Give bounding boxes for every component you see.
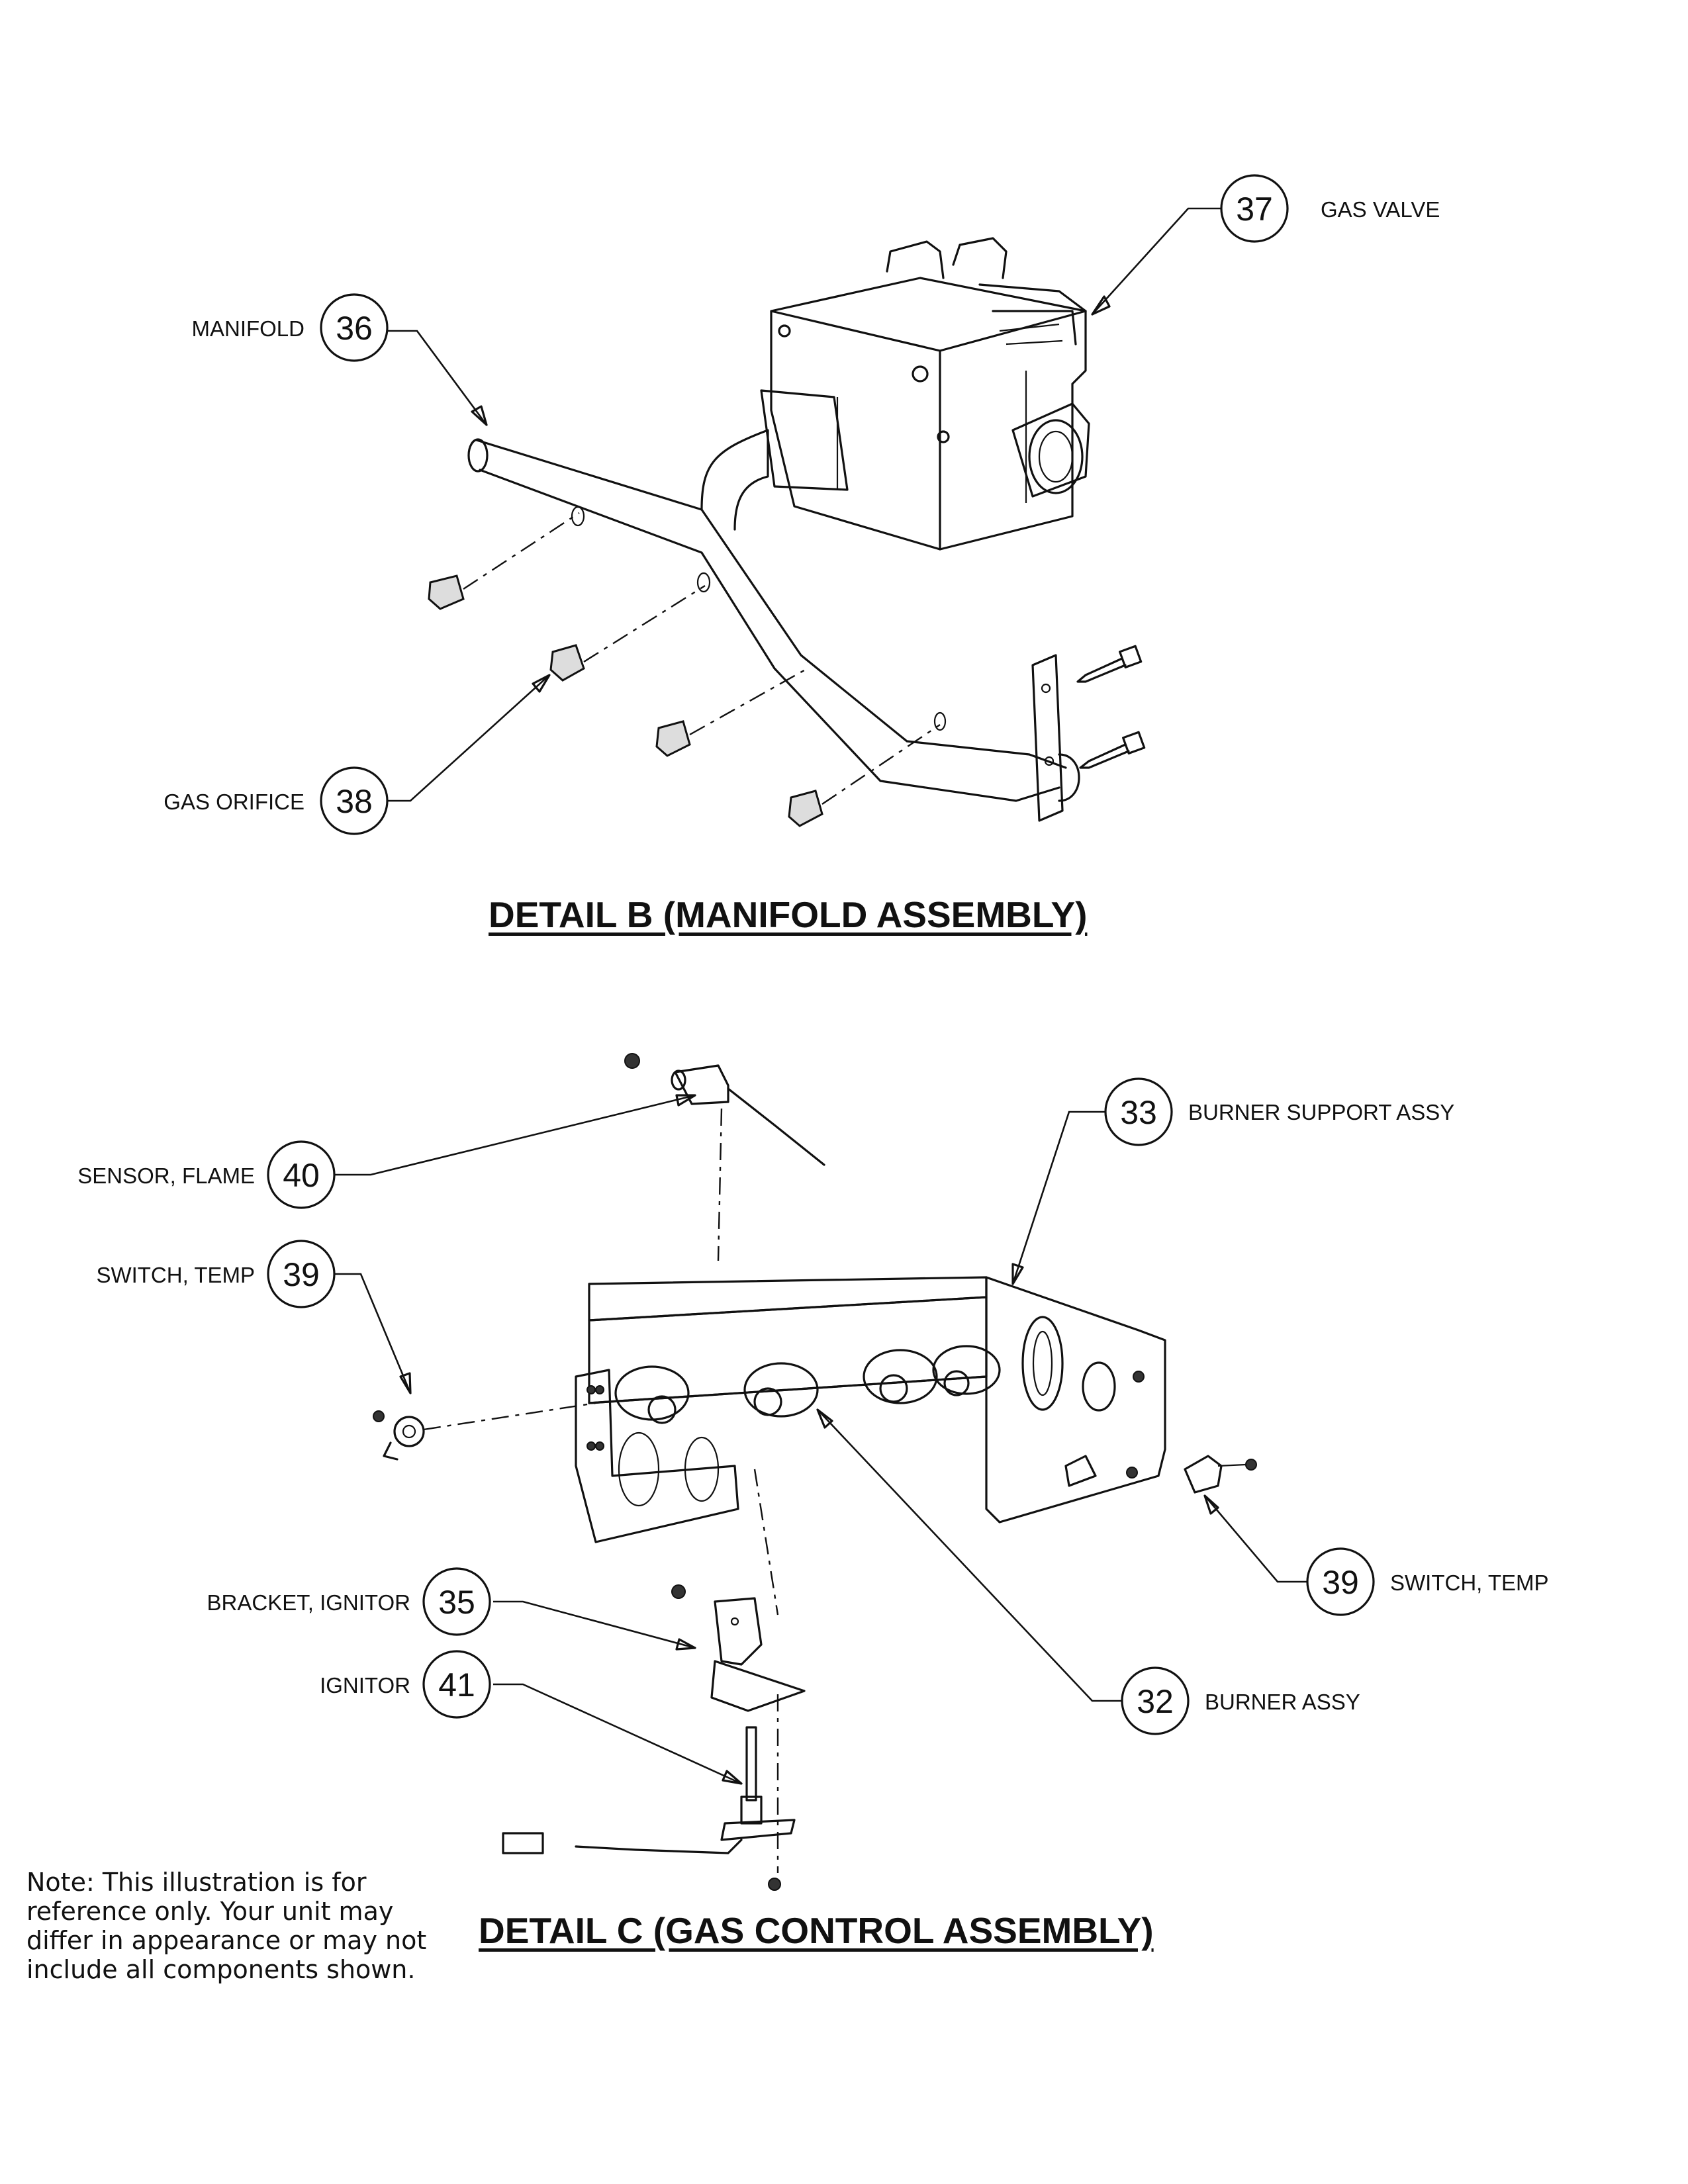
- label-switch-temp-left: SWITCH, TEMP: [96, 1263, 255, 1287]
- label-gas-orifice: GAS ORIFICE: [164, 790, 305, 814]
- ignitor: [502, 1726, 796, 1891]
- callout-37: 37: [1220, 174, 1289, 243]
- callout-40: 40: [267, 1140, 336, 1209]
- burners: [614, 1345, 1001, 1507]
- callout-38: 38: [320, 766, 389, 835]
- callout-33: 33: [1104, 1077, 1173, 1146]
- svg-text:38: 38: [336, 783, 373, 820]
- callout-35: 35: [422, 1567, 491, 1636]
- gas-orifices: [428, 512, 941, 827]
- manifold-pipe: [467, 429, 1080, 822]
- label-ignitor: IGNITOR: [320, 1673, 410, 1698]
- burner-support-assembly: [575, 1276, 1166, 1543]
- svg-text:36: 36: [336, 310, 373, 347]
- label-switch-temp-right: SWITCH, TEMP: [1390, 1570, 1549, 1595]
- temp-switch-left: [373, 1402, 596, 1461]
- detail-c-title: DETAIL C (GAS CONTROL ASSEMBLY): [479, 1910, 1154, 1951]
- label-burner-assy: BURNER ASSY: [1205, 1690, 1360, 1714]
- label-bracket-ignitor: BRACKET, IGNITOR: [207, 1590, 410, 1615]
- svg-text:37: 37: [1236, 191, 1273, 228]
- detail-b-title: DETAIL B (MANIFOLD ASSEMBLY): [489, 894, 1088, 935]
- svg-text:33: 33: [1120, 1094, 1157, 1131]
- callout-41: 41: [422, 1650, 491, 1719]
- svg-text:35: 35: [438, 1584, 475, 1621]
- temp-switch-right: [1184, 1455, 1257, 1494]
- svg-text:41: 41: [438, 1666, 475, 1704]
- label-gas-valve: GAS VALVE: [1321, 197, 1440, 222]
- callout-39-right: 39: [1306, 1547, 1375, 1616]
- svg-text:39: 39: [1322, 1564, 1359, 1601]
- gas-valve: [760, 237, 1090, 551]
- mounting-screws: [1076, 645, 1146, 769]
- svg-text:39: 39: [283, 1256, 320, 1293]
- label-sensor-flame: SENSOR, FLAME: [77, 1163, 255, 1188]
- ignitor-bracket: [671, 1584, 806, 1712]
- label-manifold: MANIFOLD: [191, 316, 305, 341]
- callout-39-left: 39: [267, 1240, 336, 1308]
- reference-note: Note: This illustration is for reference…: [26, 1868, 427, 1984]
- svg-text:32: 32: [1137, 1683, 1174, 1720]
- callout-32: 32: [1121, 1666, 1190, 1735]
- label-burner-support-assy: BURNER SUPPORT ASSY: [1188, 1100, 1455, 1124]
- flame-sensor: [624, 1053, 825, 1166]
- callout-36: 36: [320, 293, 389, 362]
- svg-text:40: 40: [283, 1157, 320, 1194]
